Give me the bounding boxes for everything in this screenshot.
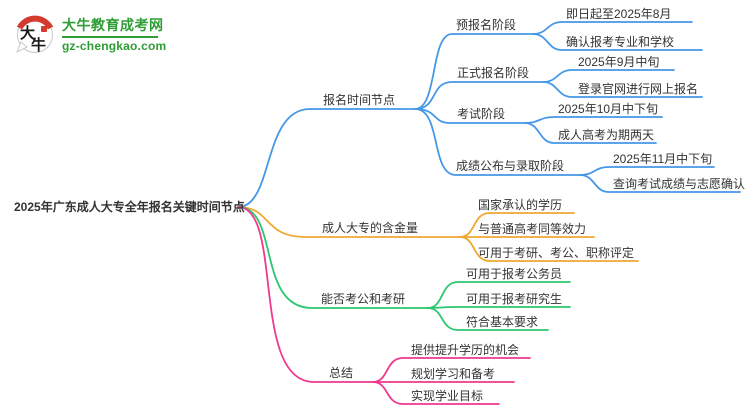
leaf-formal-registration-date: 2025年9月中旬 [578, 55, 660, 69]
logo-domain: gz-chengkao.com [62, 39, 167, 53]
branch-summary-lines [237, 206, 531, 405]
node-pre-registration-stage: 预报名阶段 [456, 18, 517, 32]
leaf-results-check: 查询考试成绩与志愿确认 [613, 177, 746, 191]
leaf-pre-registration-date: 即日起至2025年8月 [566, 7, 672, 21]
root-topic: 2025年广东成人大专全年报名关键时间节点 [14, 200, 245, 214]
leaf-postgraduate: 可用于报考研究生 [466, 292, 563, 306]
node-formal-registration-stage: 正式报名阶段 [457, 66, 530, 80]
logo-title: 大牛教育成考网 [62, 17, 164, 33]
leaf-state-recognized: 国家承认的学历 [478, 198, 563, 212]
branch-label-summary: 总结 [329, 366, 354, 380]
leaf-civil-servant: 可用于报考公务员 [466, 267, 563, 281]
leaf-confirm-major-school: 确认报考专业和学校 [566, 35, 675, 49]
logo-icon-char1: 大 [20, 24, 35, 42]
logo-bull-icon: 大 牛 [16, 15, 54, 54]
branch-timeline-lines [237, 21, 741, 208]
leaf-online-registration: 登录官网进行网上报名 [578, 82, 699, 96]
leaf-exam-date: 2025年10月中下旬 [558, 102, 659, 116]
node-results-admission-stage: 成绩公布与录取阶段 [456, 159, 565, 173]
branch-label-signup-timeline: 报名时间节点 [323, 93, 396, 107]
leaf-upgrade-opportunity: 提供提升学历的机会 [411, 343, 520, 357]
leaf-basic-requirements: 符合基本要求 [466, 315, 539, 329]
site-logo: 大 牛 大牛教育成考网 gz-chengkao.com [14, 12, 166, 56]
branch-exams-lines [237, 206, 571, 331]
branch-value-lines [237, 206, 639, 262]
logo-icon-char2: 牛 [31, 36, 46, 54]
leaf-results-date: 2025年11月中下旬 [613, 152, 713, 166]
node-exam-stage: 考试阶段 [457, 107, 506, 121]
branch-label-civil-postgrad: 能否考公和考研 [321, 292, 406, 306]
leaf-usable-for-exams: 可用于考研、考公、职称评定 [478, 246, 635, 260]
branch-label-diploma-value: 成人大专的含金量 [322, 221, 419, 235]
leaf-achieve-goal: 实现学业目标 [411, 389, 484, 403]
logo-divider [62, 36, 158, 38]
leaf-exam-duration: 成人高考为期两天 [558, 128, 655, 142]
leaf-equal-gaokao: 与普通高考同等效力 [478, 222, 587, 236]
leaf-plan-study: 规划学习和备考 [411, 367, 496, 381]
